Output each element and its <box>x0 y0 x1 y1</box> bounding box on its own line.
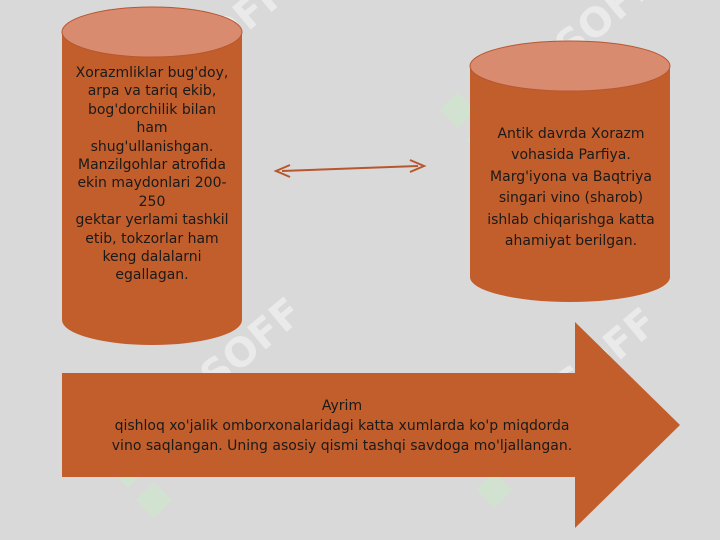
left-cylinder-line: bog'dorchilik bilan <box>87 101 216 118</box>
arrow-line: Ayrim <box>321 398 363 414</box>
left-cylinder-line: etib, tokzorlar ham <box>85 230 219 247</box>
right-cylinder-line: ahamiyat berilgan. <box>504 233 638 250</box>
right-cylinder-line: Marg'iyona va Baqtriya <box>490 168 652 185</box>
double-arrow-connector <box>273 159 427 178</box>
left-cylinder-text: Xorazmliklar bug'doy, arpa va tariq ekib… <box>62 64 242 285</box>
left-cylinder-line: egallagan. <box>115 267 189 284</box>
left-cylinder <box>61 6 243 345</box>
arrow-line: qishloq xo'jalik omborxonalaridagi katta… <box>114 418 570 434</box>
right-cylinder-line: singari vino (sharob) <box>498 190 644 207</box>
left-cylinder-line: Manzilgohlar atrofida <box>77 157 227 174</box>
arrow-text: Ayrim qishloq xo'jalik omborxonalaridagi… <box>62 396 622 456</box>
right-cylinder-text: Antik davrda Xorazm vohasida Parfiya. Ma… <box>472 124 670 252</box>
left-cylinder-line: shug'ullanishgan. <box>90 138 214 155</box>
right-cylinder-line: ishlab chiqarishga katta <box>487 211 655 228</box>
left-cylinder-line: ham <box>136 120 168 137</box>
right-cylinder-line: vohasida Parfiya. <box>511 147 631 164</box>
left-cylinder-line: 250 <box>138 193 166 210</box>
left-cylinder-line: ekin maydonlari 200- <box>77 175 227 192</box>
left-cylinder-line: gektar yerlami tashkil <box>75 212 229 229</box>
left-cylinder-line: keng dalalarni <box>102 249 202 266</box>
left-cylinder-line: Xorazmliklar bug'doy, <box>75 65 229 81</box>
right-cylinder <box>469 40 671 302</box>
right-arrow-shape <box>62 322 680 528</box>
arrow-line: vino saqlangan. Uning asosiy qismi tashq… <box>111 438 573 454</box>
left-cylinder-line: arpa va tariq ekib, <box>87 83 217 100</box>
right-cylinder-line: Antik davrda Xorazm <box>497 126 645 142</box>
